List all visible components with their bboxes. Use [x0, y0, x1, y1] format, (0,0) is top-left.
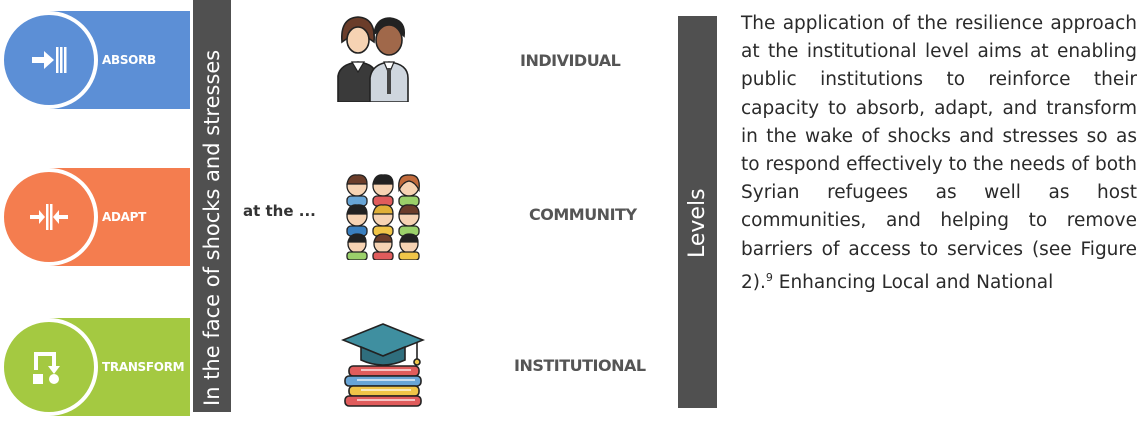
absorb-label: ABSORB: [102, 53, 156, 67]
paragraph-text: The application of the resilience approa…: [741, 13, 1137, 293]
adapt-circle: [0, 168, 98, 266]
capability-absorb: ABSORB: [0, 11, 190, 109]
adapt-label: ADAPT: [102, 210, 147, 224]
levels-bar: Levels: [678, 16, 717, 408]
level-community: COMMUNITY: [529, 205, 637, 224]
level-individual: INDIVIDUAL: [520, 51, 621, 70]
level-institutional: INSTITUTIONAL: [514, 356, 646, 375]
group-of-people-icon: [346, 174, 420, 260]
shocks-stresses-bar: In the face of shocks and stresses: [193, 0, 231, 412]
transform-shapes-icon: [33, 352, 60, 384]
levels-title: Levels: [685, 188, 710, 258]
absorb-arrow-icon: [32, 47, 67, 73]
adapt-arrows-icon: [30, 204, 68, 230]
books-graduation-cap-icon: [341, 323, 425, 407]
capability-transform: TRANSFORM: [0, 318, 190, 416]
connector-text: at the ...: [243, 202, 316, 220]
body-paragraph: The application of the resilience approa…: [741, 10, 1137, 297]
transform-label: TRANSFORM: [102, 360, 185, 374]
capability-adapt: ADAPT: [0, 168, 190, 266]
footnote-ref: 9: [765, 270, 773, 284]
paragraph-continuation: Enhancing Local and National: [778, 271, 1054, 293]
two-people-icon: [337, 16, 409, 102]
shocks-stresses-label: In the face of shocks and stresses: [200, 49, 224, 406]
